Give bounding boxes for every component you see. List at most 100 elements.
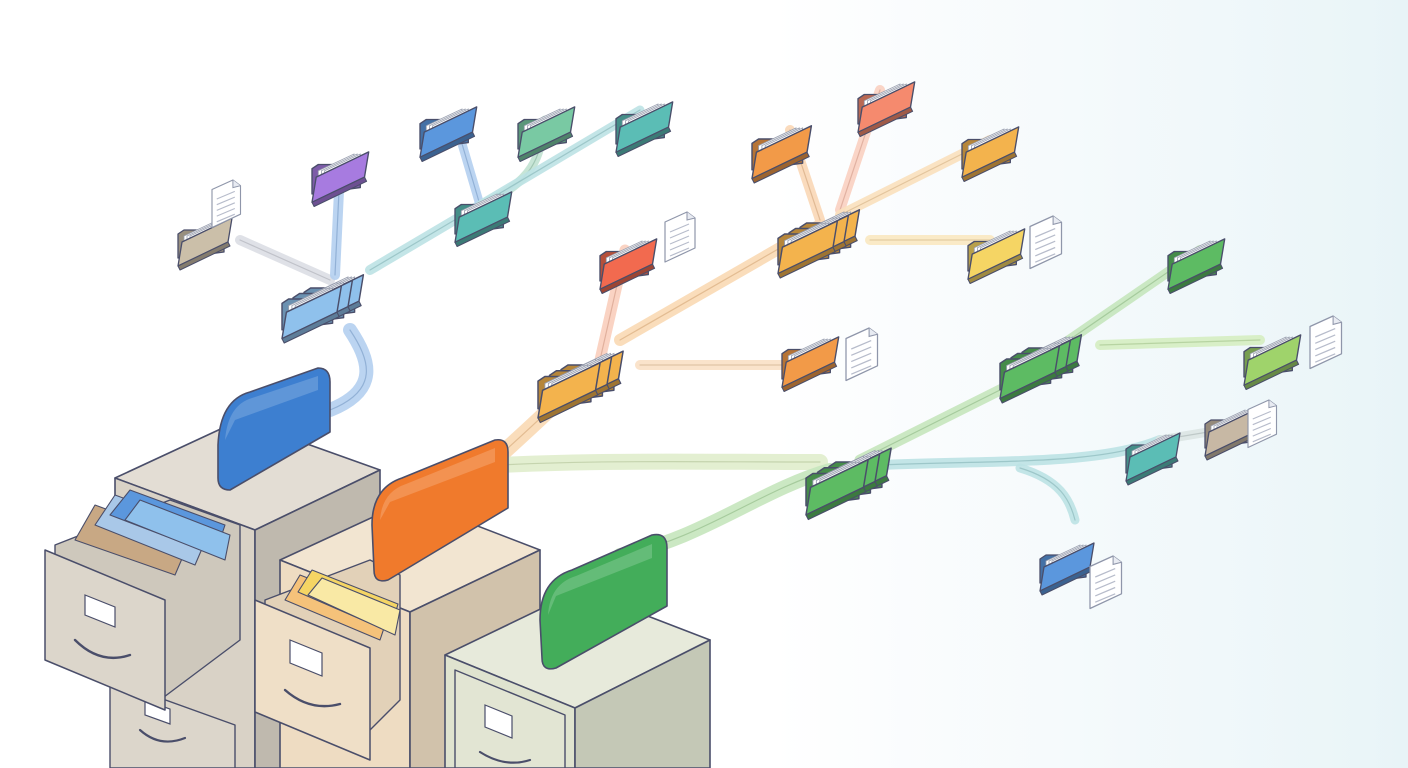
folder-edge: [961, 151, 1018, 183]
document-line: [669, 247, 690, 257]
document-line: [216, 213, 236, 223]
folder-edge: [805, 486, 867, 521]
folder-icon: [537, 350, 624, 424]
document-line: [216, 207, 236, 217]
document-line: [1315, 340, 1336, 351]
cabinet-tab: [217, 367, 331, 491]
folder-icon: [1204, 407, 1260, 461]
connector-pipe-center: [499, 461, 821, 466]
document-line: [669, 241, 690, 251]
document-icon: [211, 179, 242, 229]
drawer-handle: [73, 638, 132, 660]
folder-icon: [281, 274, 365, 344]
sage-cabinet: [444, 533, 711, 768]
document-fold: [1052, 216, 1062, 226]
drawer-label: [484, 704, 513, 739]
cabinet-tab-highlight: [225, 376, 318, 440]
document-icon: [1309, 315, 1343, 370]
document-line: [851, 365, 872, 375]
folder-icon: [517, 106, 576, 163]
drawer-handle: [138, 728, 187, 743]
folder-icon: [615, 101, 674, 158]
folder-edge: [857, 106, 914, 138]
folder-edge: [1167, 263, 1224, 295]
document-line: [1035, 246, 1056, 257]
drawer-label: [289, 639, 323, 677]
drawer-handle: [478, 750, 532, 764]
folder-icon: [857, 81, 916, 138]
folder-icon: [537, 361, 601, 424]
cabinet-side: [574, 639, 711, 768]
cabinet-drawer: [454, 669, 566, 768]
peach-cabinet: [254, 438, 541, 768]
document-line: [1252, 422, 1272, 431]
folder-icon: [1039, 542, 1095, 596]
document-line: [1095, 580, 1116, 591]
cabinet-tab: [371, 438, 509, 582]
folder-edge: [1125, 456, 1179, 486]
open-drawer: [254, 559, 401, 761]
folder-icon: [599, 238, 658, 295]
folder-edge: [517, 131, 574, 163]
folder-icon: [999, 345, 1061, 404]
folder-edge: [281, 311, 340, 344]
folder-icon: [454, 191, 513, 248]
document-line: [1252, 416, 1272, 426]
folder-icon: [777, 209, 861, 279]
document-line: [1252, 427, 1272, 437]
folder-edge: [967, 253, 1024, 285]
folder-icon: [805, 458, 869, 521]
folder-icon: [599, 238, 658, 295]
folder-icon: [419, 106, 478, 163]
connector-pipe-center: [239, 239, 331, 281]
folder-icon: [615, 101, 674, 158]
folder-icon: [517, 106, 576, 163]
folder-icon: [1204, 407, 1260, 461]
document-line: [1315, 328, 1336, 338]
document-line: [1095, 586, 1116, 597]
folder-icon: [781, 336, 840, 393]
document-fold: [1112, 556, 1122, 566]
document-line: [216, 202, 236, 211]
folder-icon: [311, 151, 370, 208]
folder-icon: [419, 106, 478, 163]
folder-icon: [961, 126, 1020, 183]
drawer-face: [254, 599, 371, 761]
folder-icon: [1243, 334, 1302, 391]
filing-cabinets: [44, 367, 711, 768]
folder-icon: [781, 336, 840, 393]
folder-icon: [857, 81, 916, 138]
cabinet-tab: [539, 533, 668, 670]
connector-pipe-center: [1019, 467, 1076, 521]
document-icon: [1247, 399, 1278, 449]
folder-icon: [454, 191, 513, 248]
document-line: [669, 223, 690, 233]
drawer-face: [44, 549, 166, 711]
connector-pipe: [323, 323, 374, 417]
document-icon: [845, 327, 879, 382]
open-drawer: [44, 489, 241, 711]
document-icon: [1089, 555, 1123, 610]
document-line: [1252, 433, 1272, 443]
document-icon: [664, 211, 696, 263]
folder-edge: [454, 216, 511, 248]
cabinet-tab-highlight: [380, 448, 495, 520]
folder-edge: [615, 126, 672, 158]
document-fold: [686, 212, 696, 221]
background-gradient: [880, 0, 1408, 768]
drawer-handle: [283, 688, 342, 708]
folder-edge: [751, 151, 810, 184]
document-line: [1315, 334, 1336, 344]
folder-icon: [1167, 238, 1226, 295]
document-fold: [1268, 399, 1277, 409]
folder-icon: [1039, 542, 1095, 596]
connector-pipe-center: [1099, 339, 1261, 346]
folder-icon: [177, 217, 233, 271]
cabinet-tab-highlight: [548, 544, 652, 615]
document-line: [851, 352, 872, 363]
folder-edge: [537, 389, 599, 424]
folder-edge: [781, 361, 838, 393]
folder-icon: [999, 334, 1083, 404]
folder-icon: [177, 217, 233, 271]
